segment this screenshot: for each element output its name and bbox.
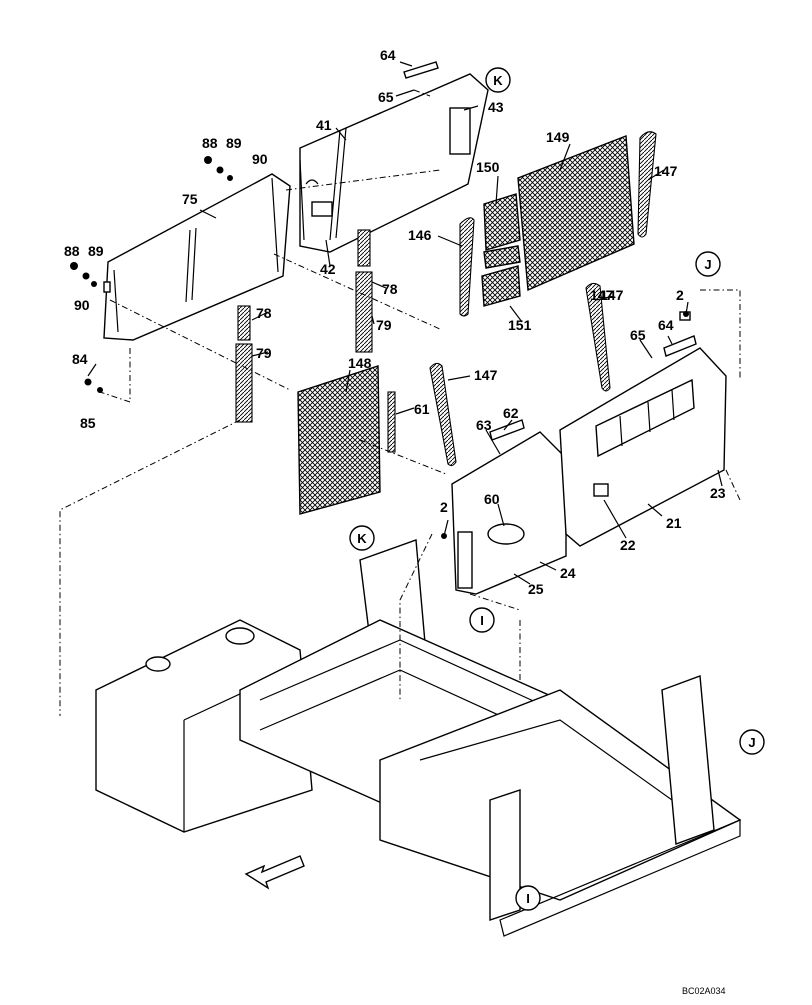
- door-24: [451, 419, 567, 595]
- part-label-75: 75: [182, 191, 198, 207]
- alignment-lines: [59, 89, 741, 716]
- leader-lines: [87, 61, 723, 585]
- part-label-64: 64: [380, 47, 396, 63]
- panel-21: [559, 311, 727, 547]
- part-label-146: 146: [408, 227, 432, 243]
- reference-mark-j: J: [748, 735, 755, 750]
- reference-mark-k: K: [357, 531, 367, 546]
- seal-147-low: [429, 362, 457, 467]
- screen-148: [297, 365, 381, 515]
- part-label-2: 2: [676, 287, 684, 303]
- part-label-64: 64: [658, 317, 674, 333]
- part-label-84: 84: [72, 351, 88, 367]
- part-label-41: 41: [316, 117, 332, 133]
- part-label-147: 147: [654, 163, 678, 179]
- drawing-code: BC02A034: [682, 986, 726, 996]
- part-label-79: 79: [256, 345, 272, 361]
- reference-mark-i: I: [526, 891, 530, 906]
- reference-mark-i: I: [480, 613, 484, 628]
- part-label-85: 85: [80, 415, 96, 431]
- part-label-60: 60: [484, 491, 500, 507]
- seal-146: [459, 217, 475, 317]
- part-label-63: 63: [476, 417, 492, 433]
- screen-151: [481, 265, 521, 307]
- part-label-148: 148: [348, 355, 372, 371]
- part-label-43: 43: [488, 99, 504, 115]
- seal-147-mid: [585, 282, 611, 392]
- part-label-89: 89: [226, 135, 242, 151]
- part-label-89: 89: [88, 243, 104, 259]
- part-label-25: 25: [528, 581, 544, 597]
- part-label-42: 42: [320, 261, 336, 277]
- seal-64-top: [403, 61, 439, 79]
- part-label-151: 151: [508, 317, 532, 333]
- part-label-24: 24: [560, 565, 576, 581]
- machine-frame: [95, 539, 742, 937]
- part-label-61: 61: [414, 401, 430, 417]
- part-label-90: 90: [252, 151, 268, 167]
- reference-circles: [349, 67, 765, 911]
- part-label-23: 23: [710, 485, 726, 501]
- seal-78-79-center: [355, 229, 373, 353]
- part-label-78: 78: [256, 305, 272, 321]
- part-label-147: 147: [600, 287, 624, 303]
- part-label-88: 88: [202, 135, 218, 151]
- part-label-65: 65: [630, 327, 646, 343]
- part-label-88: 88: [64, 243, 80, 259]
- part-label-147: 147: [590, 287, 614, 303]
- part-label-65: 65: [378, 89, 394, 105]
- part-label-149: 149: [546, 129, 570, 145]
- panel-75: [103, 173, 291, 341]
- hardware-bolts: [70, 156, 689, 539]
- part-label-62: 62: [503, 405, 519, 421]
- seal-78-79-left: [235, 305, 253, 423]
- part-label-150: 150: [476, 159, 500, 175]
- part-label-22: 22: [620, 537, 636, 553]
- part-label-79: 79: [376, 317, 392, 333]
- screen-149: [517, 135, 635, 292]
- seal-61: [387, 391, 396, 453]
- screen-150: [483, 193, 521, 269]
- part-label-147: 147: [474, 367, 498, 383]
- reference-mark-k: K: [493, 73, 503, 88]
- part-label-78: 78: [382, 281, 398, 297]
- part-label-2: 2: [440, 499, 448, 515]
- reference-letters: K K J J I I: [357, 73, 755, 906]
- part-label-90: 90: [74, 297, 90, 313]
- seal-147-top: [637, 131, 657, 238]
- part-label-21: 21: [666, 515, 682, 531]
- reference-mark-j: J: [704, 257, 711, 272]
